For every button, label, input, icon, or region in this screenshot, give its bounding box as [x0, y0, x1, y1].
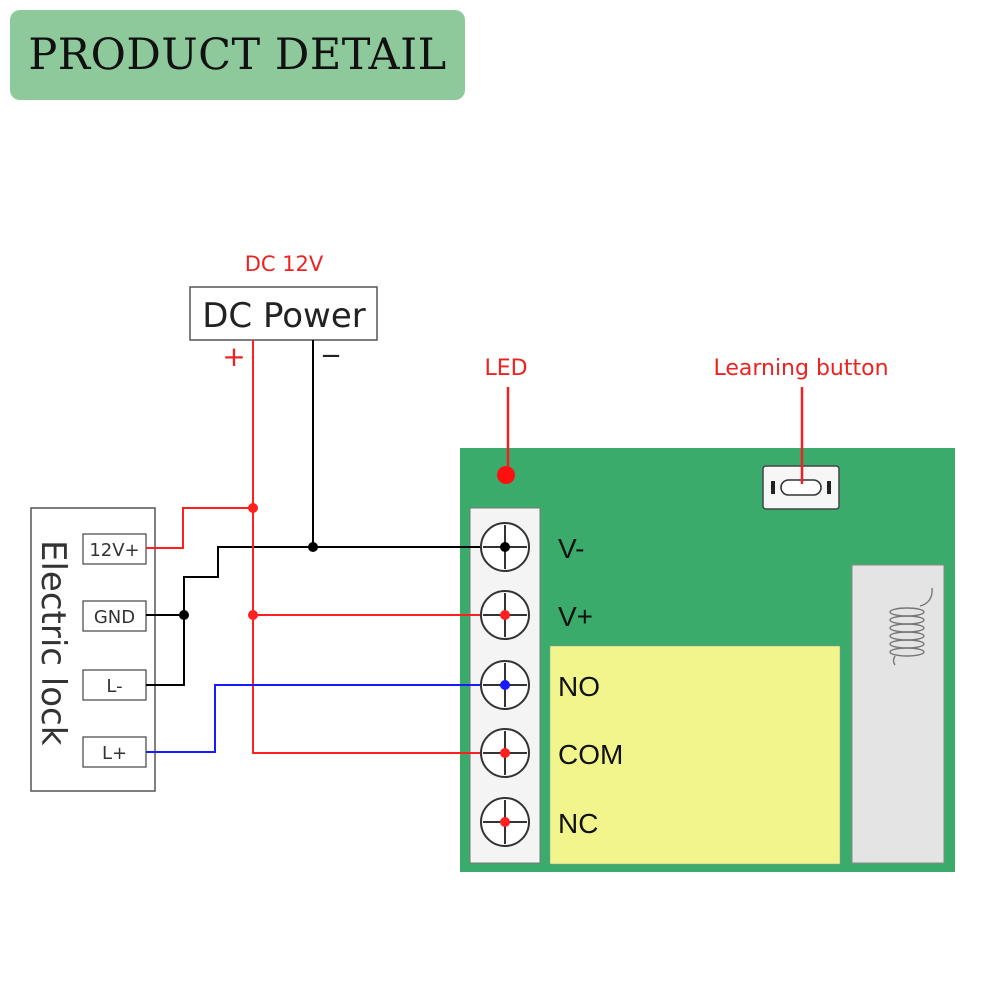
banner-title: PRODUCT DETAIL: [28, 30, 447, 80]
lock-terminal-12v-plus: [82, 533, 147, 565]
learning-button-annotation: Learning button: [713, 356, 888, 381]
blue-wire-no: [146, 684, 505, 753]
dc-power-box: [189, 286, 378, 341]
screw-terminal-v-minus: [480, 522, 530, 572]
screw-terminal-com: [480, 728, 530, 778]
lock-terminal-l-plus-label: L+: [102, 743, 127, 764]
dc-power-label: DC Power: [202, 296, 366, 336]
learning-button-pin-left: [771, 481, 775, 494]
junction-dot-black-dc: [308, 542, 318, 552]
screw-terminal-v-plus: [480, 590, 530, 640]
lock-terminal-gnd-label: GND: [94, 607, 135, 628]
red-wire-dc-plus: [252, 340, 505, 754]
board-label-nc: NC: [558, 808, 598, 839]
board-label-v-minus: V-: [558, 533, 584, 564]
product-detail-banner: PRODUCT DETAIL: [10, 10, 465, 100]
junction-dot-red-vplus: [248, 610, 258, 620]
learning-button-pin-right: [827, 481, 831, 494]
relay-module: [549, 645, 841, 865]
red-wire-12v-plus: [146, 507, 253, 549]
dc-voltage-label: DC 12V: [245, 252, 324, 276]
lock-terminal-12v-plus-label: 12V+: [89, 540, 139, 561]
junction-dot-black-gnd: [179, 610, 189, 620]
dc-plus-sign: +: [222, 340, 245, 373]
lock-terminal-l-minus-label: L-: [106, 676, 122, 697]
screw-terminal-no: [480, 660, 530, 710]
led-indicator: [497, 466, 515, 484]
dc-minus-sign: −: [320, 341, 342, 371]
lock-terminal-l-plus: [82, 736, 147, 768]
board-label-com: COM: [558, 739, 623, 770]
board-label-v-plus: V+: [558, 601, 593, 632]
board-label-no: NO: [558, 671, 600, 702]
screw-terminal-nc: [480, 797, 530, 847]
junction-dot-red-top: [248, 503, 258, 513]
antenna-coil-icon: [889, 587, 933, 666]
lock-terminal-l-minus: [82, 669, 147, 701]
antenna-housing: [851, 564, 945, 864]
black-wire-v-minus: [146, 546, 505, 686]
led-annotation: LED: [484, 356, 527, 381]
electric-lock-title: Electric lock: [33, 540, 73, 746]
